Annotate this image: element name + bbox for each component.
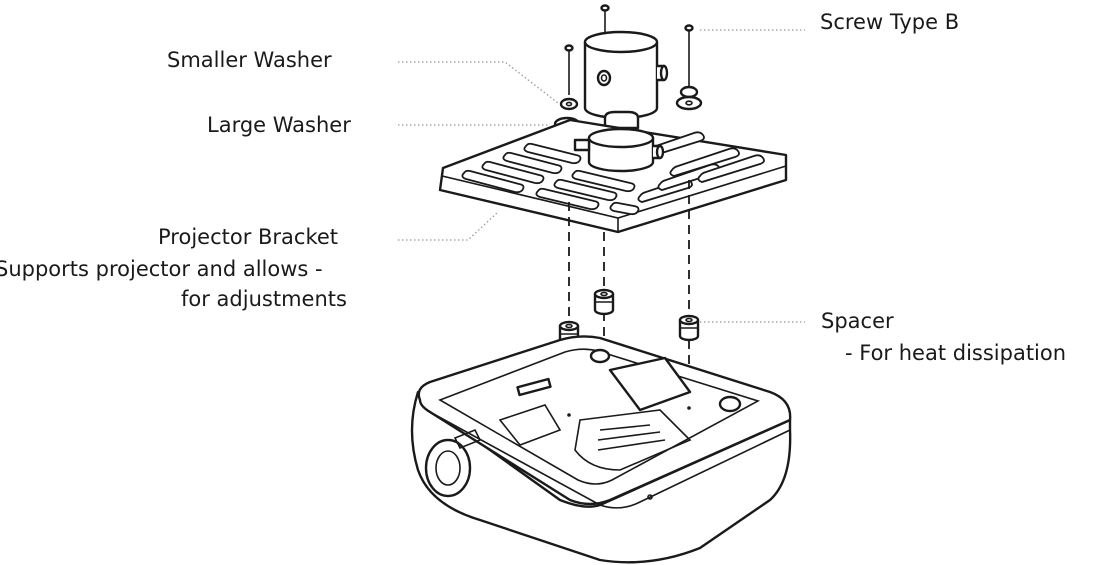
vent-grille bbox=[516, 377, 552, 397]
projector-foot-right bbox=[718, 395, 742, 413]
top-panel bbox=[608, 356, 692, 412]
smaller-washer bbox=[559, 97, 579, 111]
ball-joint bbox=[603, 110, 640, 130]
right-washer-stack bbox=[675, 85, 703, 111]
mount-cylinder-upper bbox=[583, 30, 669, 120]
spacer-right bbox=[678, 314, 700, 342]
projector bbox=[410, 335, 792, 564]
projector-foot-top bbox=[589, 348, 611, 364]
label-spacer-desc: - For heat dissipation bbox=[845, 341, 1067, 365]
lamp-cover bbox=[574, 409, 692, 471]
label-projector-bracket: Projector Bracket bbox=[158, 225, 339, 249]
label-bracket-desc-line1: Supports projector and allows - bbox=[0, 257, 323, 281]
label-screw-type-b: Screw Type B bbox=[820, 10, 960, 34]
screws bbox=[564, 4, 694, 95]
label-spacer: Spacer bbox=[821, 309, 894, 333]
projector-lens bbox=[424, 438, 472, 498]
mount-cylinder-lower bbox=[573, 127, 665, 173]
label-large-washer: Large Washer bbox=[207, 113, 351, 137]
leader-lines bbox=[398, 29, 805, 323]
top-recess bbox=[498, 404, 562, 446]
spacers bbox=[558, 288, 700, 348]
screw-right bbox=[684, 24, 694, 92]
spacer-middle bbox=[593, 288, 615, 316]
screw-left bbox=[564, 44, 574, 95]
bracket-slots bbox=[461, 131, 765, 216]
leader-smaller-washer bbox=[398, 61, 559, 104]
label-smaller-washer: Smaller Washer bbox=[167, 48, 332, 72]
label-bracket-desc-line2: for adjustments bbox=[181, 287, 347, 311]
leader-bracket bbox=[398, 211, 499, 241]
bracket-plate bbox=[438, 118, 788, 234]
